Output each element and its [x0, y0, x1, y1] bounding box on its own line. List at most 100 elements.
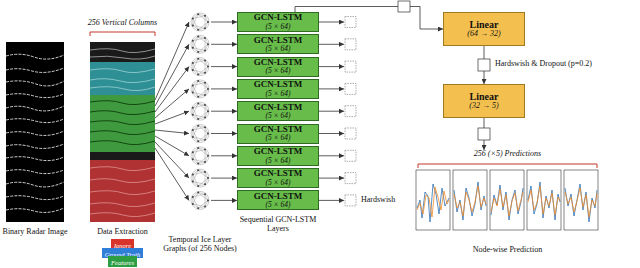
layer-dims: (64 → 32) — [467, 30, 500, 39]
drawing-part — [478, 128, 490, 140]
connector-arrow — [155, 22, 189, 100]
caption: Temporal Ice Layer Graphs (of 256 Nodes) — [158, 236, 242, 254]
layer-title: GCN-LSTM — [254, 192, 303, 201]
bracket-heading: 256 Vertical Columns — [73, 19, 173, 28]
legend: IgnoreGround TruthFeatures — [90, 239, 155, 265]
gcn-lstm-box: GCN-LSTM(5 × 64) — [237, 12, 319, 32]
layer-dims: (32 → 5) — [469, 102, 498, 111]
legend-row: Ground Truth — [90, 248, 155, 256]
drawing-part — [90, 79, 155, 83]
connector-arrow — [155, 44, 189, 106]
drawing-part — [6, 208, 64, 212]
hardswish-squares — [345, 17, 356, 206]
layer-dims: (5 × 64) — [265, 67, 290, 75]
layer-dims: (5 × 64) — [265, 45, 290, 53]
gcn-lstm-box: GCN-LSTM(5 × 64) — [237, 57, 319, 77]
graph-icon — [191, 191, 209, 209]
drawing-part — [491, 185, 523, 220]
graph-icon — [191, 13, 209, 31]
drawing-part — [6, 131, 64, 135]
gcn-lstm-box: GCN-LSTM(5 × 64) — [237, 168, 319, 188]
prediction-plot: 256 (×5) PredictionsNode-wise Prediction — [415, 150, 600, 232]
graph-stack: Temporal Ice Layer Graphs (of 256 Nodes) — [189, 10, 211, 213]
drawing-part — [319, 111, 344, 112]
drawing-part — [491, 189, 523, 216]
drawing-part — [90, 213, 155, 217]
graph-icon — [191, 147, 209, 165]
radar-image — [6, 42, 64, 222]
drawing-part — [6, 170, 64, 174]
drawing-part — [6, 144, 64, 148]
bracket-heading: 256 (×5) Predictions — [415, 150, 600, 159]
drawing-part — [90, 167, 155, 171]
drawing-part — [6, 81, 64, 86]
layer-title: Linear — [470, 91, 499, 102]
drawing-part — [90, 203, 155, 207]
band-lines — [90, 69, 155, 91]
drawing-part — [6, 157, 64, 161]
drawing-part — [90, 87, 155, 91]
drawing-part — [6, 68, 64, 72]
layer-dims: (5 × 64) — [265, 201, 290, 209]
drawing-part — [90, 191, 155, 195]
layer-title: GCN-LSTM — [254, 80, 303, 89]
graph-icons — [191, 13, 209, 209]
drawing-part — [6, 106, 64, 111]
radar-image-panel: Binary Radar Image — [6, 42, 64, 222]
band-lines — [90, 49, 155, 59]
drawing-part — [319, 66, 344, 67]
drawing-part — [6, 54, 64, 59]
top-band — [90, 42, 155, 62]
connectors — [155, 7, 484, 201]
activation-label: Hardswish & Dropout (p=0.2) — [495, 60, 635, 69]
drawing-part — [527, 170, 561, 230]
connector-arrow — [211, 111, 237, 112]
ignore-band — [90, 160, 155, 222]
drawing-part — [6, 182, 64, 187]
drawing-part — [345, 83, 356, 94]
drawing-part — [90, 69, 155, 73]
extraction-image — [90, 32, 155, 222]
drawing-part — [345, 128, 356, 139]
drawing-part — [454, 186, 486, 216]
gap-band — [90, 152, 155, 160]
ground-truth-band — [90, 62, 155, 95]
drawing-part — [345, 150, 356, 161]
drawing-part — [565, 184, 597, 222]
drawing-part — [6, 196, 64, 200]
drawing-part — [90, 121, 155, 125]
drawing-part — [90, 131, 155, 135]
prediction-bracket — [418, 164, 597, 168]
linear-box: Linear(64 → 32) — [443, 12, 525, 46]
caption: Binary Radar Image — [0, 228, 75, 237]
caption: Data Extraction — [78, 228, 168, 237]
extraction-panel: 256 Vertical ColumnsData Extraction — [90, 42, 155, 222]
layer-title: GCN-LSTM — [254, 58, 303, 67]
layer-title: GCN-LSTM — [254, 125, 303, 134]
drawing-part — [398, 1, 410, 12]
plot-panel — [453, 170, 487, 230]
layer-title: GCN-LSTM — [254, 36, 303, 45]
plot-panel — [490, 170, 524, 230]
drawing-part — [416, 170, 450, 230]
gcn-lstm-box: GCN-LSTM(5 × 64) — [237, 79, 319, 99]
gcn-lstm-box: GCN-LSTM(5 × 64) — [237, 124, 319, 144]
graph-icon — [191, 125, 209, 143]
prediction-plot-art — [416, 164, 598, 230]
drawing-part — [565, 188, 597, 217]
connector-arrow — [211, 88, 237, 89]
radar-background — [6, 42, 64, 222]
activation-label: Hardswish — [361, 196, 421, 205]
layer-title: GCN-LSTM — [254, 147, 303, 156]
radar-layers — [6, 54, 64, 212]
drawing-part — [6, 94, 64, 98]
gcn-lstm-box: GCN-LSTM(5 × 64) — [237, 101, 319, 121]
graph-icon — [191, 80, 209, 98]
drawing-part — [319, 44, 344, 45]
drawing-part — [417, 184, 449, 222]
connector-arrow — [155, 89, 189, 118]
connector-arrow — [155, 67, 189, 112]
layer-dims: (5 × 64) — [265, 157, 290, 165]
connector-arrow — [211, 66, 237, 67]
